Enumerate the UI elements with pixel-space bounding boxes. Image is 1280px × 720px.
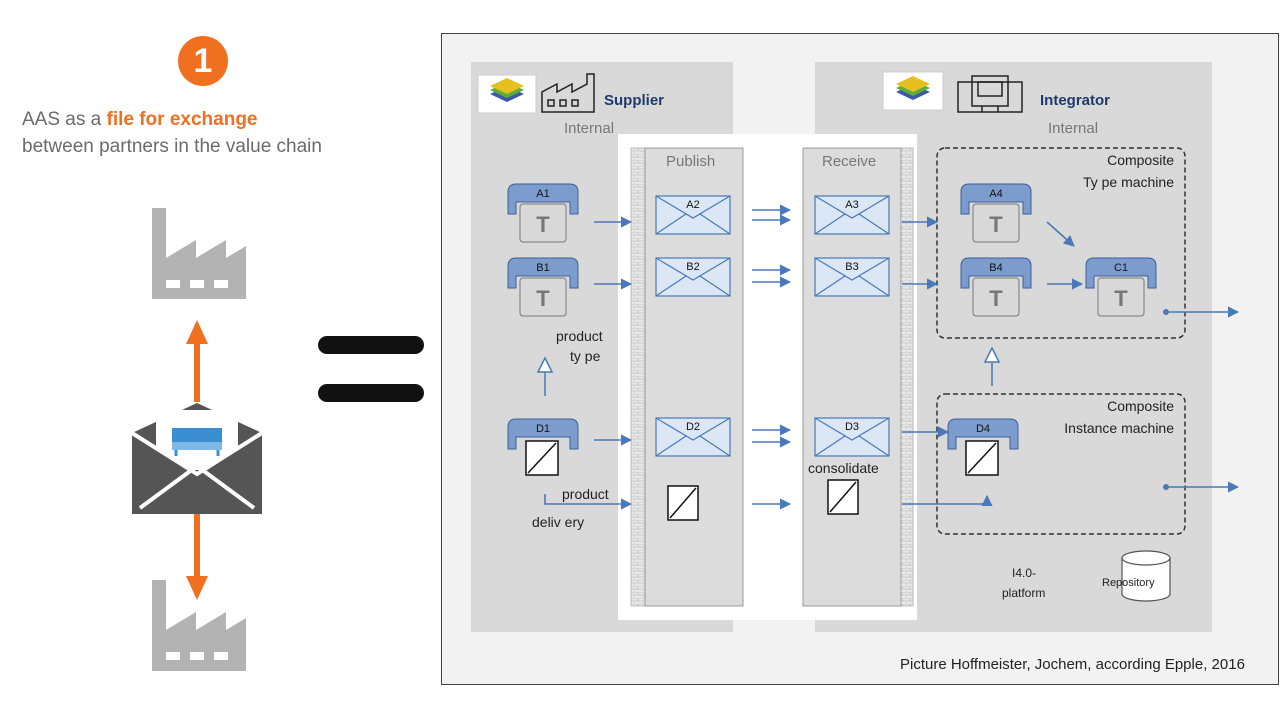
svg-text:D2: D2	[686, 421, 700, 433]
factory-icon	[152, 208, 246, 299]
svg-text:T: T	[536, 212, 550, 237]
repository-icon	[1121, 550, 1171, 602]
product-type-label-2: ty pe	[570, 348, 601, 364]
platform-label-2: platform	[1002, 586, 1046, 600]
asset-shell-d4: D4	[947, 418, 1019, 476]
asset-label: A1	[536, 188, 549, 200]
svg-text:T: T	[1114, 286, 1128, 311]
device-icon	[827, 479, 859, 515]
asset-label: D1	[536, 423, 550, 435]
envelope-icon: B3	[814, 257, 890, 297]
svg-text:T: T	[536, 286, 550, 311]
asset-shell-a4: A4T	[960, 183, 1032, 243]
caption-prefix: AAS as a	[22, 109, 107, 130]
device-icon	[667, 485, 699, 521]
product-delivery-label-2: deliv ery	[532, 514, 585, 530]
integrator-internal: Internal	[1048, 120, 1099, 137]
caption-highlight: file for exchange	[106, 109, 258, 130]
supplier-title: Supplier	[604, 92, 665, 109]
composite-instance-label-1: Composite	[1107, 398, 1174, 414]
asset-shell-c1: C1T	[1085, 257, 1157, 317]
repository-label: Repository	[1102, 577, 1155, 589]
asset-label: B1	[536, 262, 549, 274]
flow-arrows	[544, 204, 1240, 510]
publish-label: Publish	[666, 153, 716, 170]
asset-label: D4	[976, 423, 990, 435]
svg-text:B3: B3	[845, 261, 858, 273]
inheritance-arrows	[536, 346, 1001, 396]
factory-icon	[541, 73, 595, 113]
composite-instance-box	[936, 393, 1186, 535]
equals-sign	[318, 336, 424, 402]
receive-wall	[900, 147, 914, 607]
step-number-badge: 1	[178, 36, 228, 86]
open-envelope-icon	[130, 403, 264, 514]
layers-icon	[882, 71, 944, 111]
consolidate-label: consolidate	[808, 460, 879, 476]
asset-label: B4	[989, 262, 1002, 274]
receive-label: Receive	[822, 153, 877, 170]
left-illustration	[130, 208, 424, 671]
svg-text:A2: A2	[686, 199, 699, 211]
composite-type-label-1: Composite	[1107, 152, 1174, 168]
integrator-title: Integrator	[1040, 92, 1111, 109]
envelope-icon: D2	[655, 417, 731, 457]
caption-line2: between partners in the value chain	[22, 136, 322, 157]
composite-type-label-2: Ty pe machine	[1082, 174, 1174, 190]
composite-instance-label-2: Instance machine	[1064, 420, 1174, 436]
caption: AAS as a file for exchange between partn…	[22, 106, 422, 160]
envelope-icon: A2	[655, 195, 731, 235]
composite-type-box	[936, 147, 1186, 339]
layers-icon	[477, 74, 537, 114]
asset-shell-a1: A1T	[507, 183, 579, 243]
svg-text:A3: A3	[845, 199, 858, 211]
product-type-label-1: product	[556, 328, 603, 344]
factory-icon	[152, 580, 246, 671]
envelope-icon: D3	[814, 417, 890, 457]
platform-label-1: I4.0-	[1012, 566, 1037, 580]
asset-shell-b4: B4T	[960, 257, 1032, 317]
product-delivery-label-1: product	[562, 486, 609, 502]
arrow-down-icon	[186, 512, 208, 600]
asset-label: A4	[989, 188, 1002, 200]
svg-text:B2: B2	[686, 261, 699, 273]
picture-credit: Picture Hoffmeister, Jochem, according E…	[900, 656, 1245, 673]
svg-text:T: T	[989, 286, 1003, 311]
asset-shell-d1: D1	[507, 418, 579, 476]
arrow-up-icon	[186, 320, 208, 402]
asset-label: C1	[1114, 262, 1128, 274]
svg-text:D3: D3	[845, 421, 859, 433]
publish-wall	[630, 147, 646, 607]
asset-shell-b1: B1T	[507, 257, 579, 317]
svg-text:T: T	[989, 212, 1003, 237]
machine-icon	[957, 75, 1023, 113]
envelope-icon: B2	[655, 257, 731, 297]
envelope-icon: A3	[814, 195, 890, 235]
supplier-internal: Internal	[564, 120, 615, 137]
